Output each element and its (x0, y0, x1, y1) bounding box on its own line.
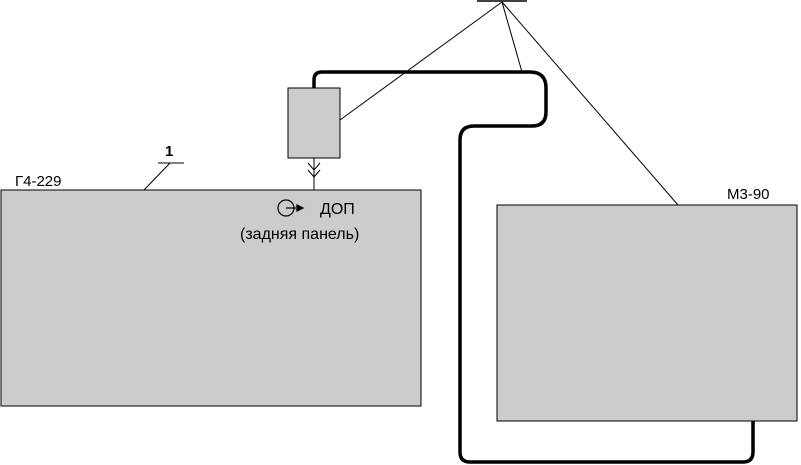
meter-box (496, 204, 798, 422)
coax-connector-icon (307, 158, 321, 190)
callout-line-adapter (339, 1, 503, 121)
adapter-box (287, 87, 341, 159)
port-label: ДОП (320, 201, 355, 218)
callout-1-leader (143, 162, 171, 191)
port-location-label: (задняя панель) (240, 226, 359, 243)
meter-label: М3-90 (727, 186, 770, 203)
generator-box (0, 189, 422, 407)
generator-label: Г4-229 (15, 173, 62, 190)
callout-1-number: 1 (165, 143, 173, 160)
cable (312, 70, 755, 464)
callout-line-meter (501, 1, 679, 206)
circle-arrow-output-icon (277, 199, 305, 217)
callout-line-cable (501, 1, 523, 73)
